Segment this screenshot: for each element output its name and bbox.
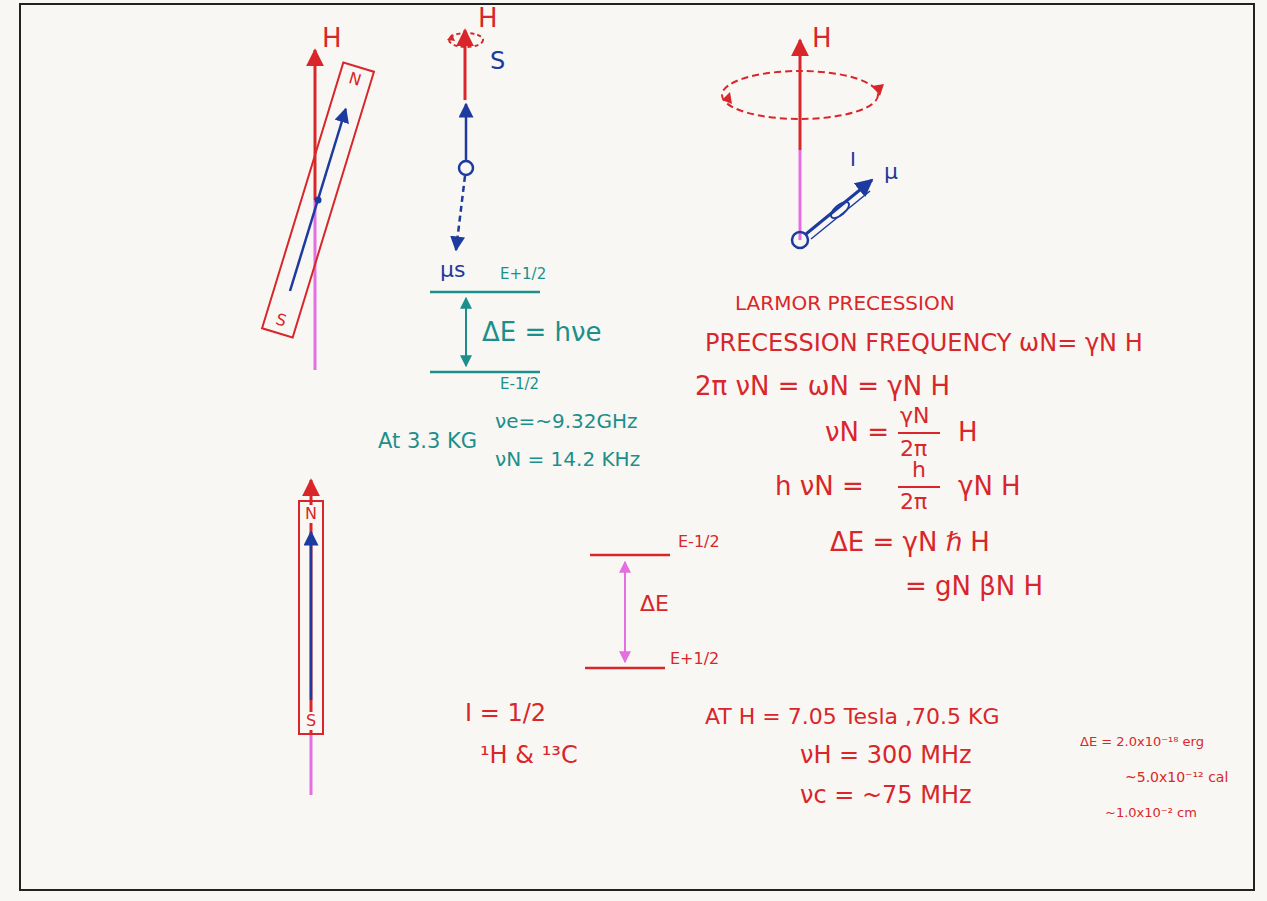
energy-level [430, 371, 540, 374]
field-axis [310, 735, 313, 795]
annotation-text: γN H [958, 472, 1021, 501]
precession-arrowhead [447, 34, 455, 41]
annotation-text: μ [884, 160, 898, 184]
annotation-text: E-1/2 [678, 533, 720, 551]
annotation-text: νN = 14.2 KHz [495, 448, 640, 470]
annotation-text: ΔE = 2.0x10⁻¹⁸ erg [1080, 735, 1204, 749]
annotation-text: ΔE [640, 592, 669, 616]
annotation-text: ~5.0x10⁻¹² cal [1125, 770, 1228, 785]
field-axis [314, 200, 317, 370]
annotation-text: H [958, 418, 978, 447]
annotation-text: I [850, 148, 856, 170]
bar-magnet: NS [298, 500, 324, 735]
annotation-text: = gN βN H [905, 572, 1043, 601]
moment-arrow [806, 180, 872, 234]
pole-letter: N [346, 69, 365, 90]
annotation-text: 2π [900, 490, 927, 514]
annotation-text: E+1/2 [670, 650, 719, 668]
energy-level [430, 291, 540, 294]
annotation-text: 2π νN = ωN = γN H [695, 372, 950, 401]
pole-letter: S [305, 712, 317, 730]
annotation-text: H [322, 24, 342, 53]
energy-level [590, 554, 670, 557]
annotation-text: νe=~9.32GHz [495, 410, 638, 432]
annotation-text: LARMOR PRECESSION [735, 292, 955, 314]
gap-arrow [465, 298, 467, 366]
field-arrow [314, 50, 317, 200]
annotation-text: h [912, 458, 926, 482]
precession-arrowhead [722, 92, 732, 104]
annotation-text: h νN = [775, 472, 864, 501]
bar-magnet: NS [261, 61, 375, 339]
annotation-text: AT H = 7.05 Tesla ,70.5 KG [705, 705, 999, 729]
precession-arrowhead [872, 84, 884, 96]
annotation-text: At 3.3 KG [378, 430, 477, 453]
field-arrow [799, 40, 802, 150]
spin-arrow [465, 104, 468, 160]
pole-letter: S [273, 310, 290, 330]
annotation-text: S [490, 48, 505, 74]
energy-level [585, 667, 665, 670]
nucleus-circle [792, 232, 808, 248]
field-arrow [464, 30, 467, 100]
annotation-text: νN = [825, 418, 889, 447]
pivot-dot [315, 197, 322, 204]
field-axis [799, 150, 802, 240]
moment-arrow [310, 532, 313, 700]
annotation-text: ~1.0x10⁻² cm [1105, 806, 1197, 820]
annotation-text: γN [900, 404, 929, 428]
moment-arrow [290, 109, 346, 291]
pole-letter: N [304, 505, 318, 523]
annotation-text: PRECESSION FREQUENCY ωN= γN H [705, 330, 1143, 356]
annotation-text: I = 1/2 [465, 700, 546, 726]
annotation-text: H [812, 24, 832, 53]
annotation-text: ¹H & ¹³C [480, 742, 578, 768]
gap-arrow [624, 562, 626, 662]
annotation-text: E-1/2 [500, 376, 539, 393]
annotation-text: μs [440, 258, 465, 282]
moment-arrow [456, 176, 465, 250]
fraction-bar [898, 486, 940, 488]
fraction-bar [898, 432, 940, 434]
annotation-text: ΔE = γN ℏ H [830, 528, 990, 557]
precession-ellipse [722, 71, 878, 119]
annotation-text: E+1/2 [500, 266, 546, 283]
electron-circle [459, 161, 473, 175]
annotation-text: ΔE = hνe [482, 318, 602, 347]
moment-arrow-line [811, 191, 870, 239]
spin-curl [828, 199, 851, 221]
annotation-text: H [478, 4, 498, 33]
page-frame [20, 4, 1254, 890]
annotation-text: νH = 300 MHz [800, 742, 972, 768]
annotation-text: νc = ~75 MHz [800, 782, 972, 808]
